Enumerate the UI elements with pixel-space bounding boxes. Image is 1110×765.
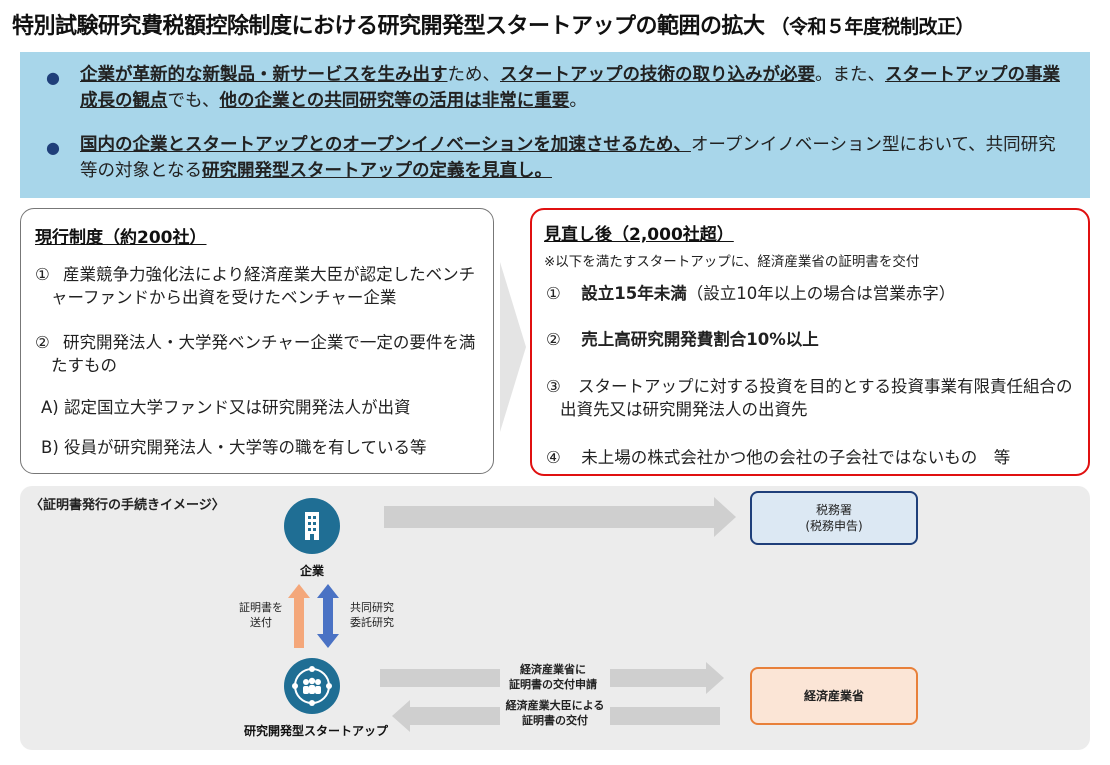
emphasis-text: 他の企業との共同研究等の活用は非常に重要 xyxy=(219,91,570,111)
item-number: ② xyxy=(35,333,50,352)
summary-bullet-1: ● 企業が革新的な新製品・新サービスを生み出すため、スタートアップの技術の取り込… xyxy=(46,62,1070,114)
revised-item-1: ① 設立15年未満（設立10年以上の場合は営業赤字） xyxy=(546,282,1076,305)
revised-system-box: 見直し後（2,000社超） ※以下を満たすスタートアップに、経済産業省の証明書を… xyxy=(530,208,1090,476)
meti-box: 経済産業省 xyxy=(750,667,918,725)
arrow-apply-right xyxy=(610,669,710,687)
item-text: スタートアップに対する投資を目的とする投資事業有限責任組合の出資先又は研究開発法… xyxy=(560,377,1073,419)
current-system-box: 現行制度（約200社） ① 産業競争力強化法により経済産業大臣が認定したベンチャ… xyxy=(20,208,494,474)
arrow-bidirectional-icon xyxy=(317,584,339,648)
arrow-issue-left xyxy=(408,707,500,725)
flow-label: 〈証明書発行の手続きイメージ〉 xyxy=(30,498,225,513)
page-title: 特別試験研究費税額控除制度における研究開発型スタートアップの範囲の拡大（令和５年… xyxy=(12,8,1102,42)
plain-text: オープンイノベーション型において、共同研究等の対象となる xyxy=(80,135,1056,181)
current-item-b: B) 役員が研究開発法人・大学等の職を有している等 xyxy=(41,438,427,457)
revised-note: ※以下を満たすスタートアップに、経済産業省の証明書を交付 xyxy=(544,254,920,270)
building-icon xyxy=(284,498,340,554)
emphasis-text: スタートアップの技術の取り込みが必要 xyxy=(500,65,815,85)
current-item-1: ① 産業競争力強化法により経済産業大臣が認定したベンチャーファンドから出資を受け… xyxy=(35,263,483,309)
current-item-2: ② 研究開発法人・大学発ベンチャー企業で一定の要件を満たすもの xyxy=(35,331,483,377)
emphasis-text: 企業が革新的な新製品・新サービスを生み出す xyxy=(80,65,448,85)
arrow-head-icon xyxy=(706,662,724,694)
revised-item-4: ④ 未上場の株式会社かつ他の会社の子会社ではないもの 等 xyxy=(546,446,1076,469)
item-number: ④ xyxy=(546,448,561,467)
plain-text: ため、 xyxy=(447,65,501,85)
emphasis-text: 研究開発型スタートアップの定義を見直し。 xyxy=(201,161,552,181)
plain-text: 。また、 xyxy=(815,65,885,85)
summary-panel: ● 企業が革新的な新製品・新サービスを生み出すため、スタートアップの技術の取り込… xyxy=(20,52,1090,198)
joint-research-label: 共同研究 委託研究 xyxy=(350,601,394,629)
emphasis-text: スタートアップの事業成長の観点 xyxy=(80,65,1060,111)
tax-office-box: 税務署 (税務申告) xyxy=(750,491,918,545)
bullet-dot-icon: ● xyxy=(46,68,60,87)
company-label: 企業 xyxy=(300,564,325,578)
current-item-a: A) 認定国立大学ファンド又は研究開発法人が出資 xyxy=(41,398,411,417)
bullet-dot-icon: ● xyxy=(46,138,60,157)
startup-label: 研究開発型スタートアップ xyxy=(244,724,389,738)
network-people-icon xyxy=(284,658,340,714)
item-bold-text: 売上高研究開発費割合10%以上 xyxy=(581,330,819,349)
item-text: （設立10年以上の場合は営業赤字） xyxy=(686,284,956,303)
arrow-to-tax-office xyxy=(384,506,720,528)
item-number: ① xyxy=(35,265,50,284)
item-text: 産業競争力強化法により経済産業大臣が認定したベンチャーファンドから出資を受けたベ… xyxy=(51,265,476,307)
revised-heading: 見直し後（2,000社超） xyxy=(544,225,734,245)
revised-item-2: ② 売上高研究開発費割合10%以上 xyxy=(546,328,1076,351)
item-bold-text: 設立15年未満 xyxy=(581,284,687,303)
plain-text: でも、 xyxy=(167,91,220,111)
procedure-flow-panel: 〈証明書発行の手続きイメージ〉 企業 税務署 (税務申告) 証明書を 送付 共同… xyxy=(20,486,1090,750)
apply-label: 経済産業省に 証明書の交付申請 xyxy=(509,663,597,691)
current-heading: 現行制度（約200社） xyxy=(35,228,207,248)
title-main: 特別試験研究費税額控除制度における研究開発型スタートアップの範囲の拡大 xyxy=(12,14,765,39)
transition-chevron xyxy=(500,262,526,432)
summary-bullet-2: ● 国内の企業とスタートアップとのオープンイノベーションを加速させるため、オープ… xyxy=(46,132,1070,184)
item-text: 研究開発法人・大学発ベンチャー企業で一定の要件を満たすもの xyxy=(51,333,476,375)
item-number: ② xyxy=(546,330,561,349)
item-number: ③ xyxy=(546,377,561,396)
title-sub: （令和５年度税制改正） xyxy=(770,16,975,38)
item-text: 未上場の株式会社かつ他の会社の子会社ではないもの 等 xyxy=(581,448,1011,467)
issue-label: 経済産業大臣による 証明書の交付 xyxy=(505,699,605,727)
item-number: ① xyxy=(546,284,561,303)
plain-text: 。 xyxy=(569,91,587,111)
arrow-issue-right xyxy=(610,707,720,725)
arrow-head-icon xyxy=(714,497,736,537)
send-certificate-label: 証明書を 送付 xyxy=(239,601,283,629)
arrow-apply-left xyxy=(380,669,500,687)
arrow-up-icon xyxy=(288,584,310,648)
vertical-arrows xyxy=(288,584,339,648)
revised-item-3: ③ スタートアップに対する投資を目的とする投資事業有限責任組合の出資先又は研究開… xyxy=(546,375,1076,421)
emphasis-text: 国内の企業とスタートアップとのオープンイノベーションを加速させるため、 xyxy=(80,135,691,155)
